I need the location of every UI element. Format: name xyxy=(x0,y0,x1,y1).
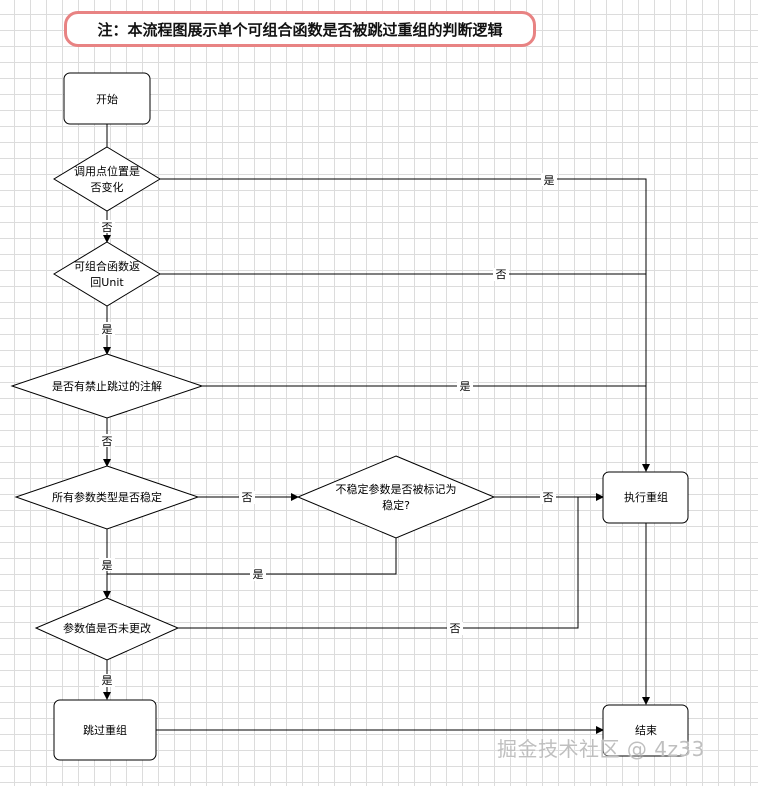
edge-label-d4-yes: 是 xyxy=(102,559,113,572)
decision-returns-unit xyxy=(53,241,161,307)
edge-label-d1-no: 否 xyxy=(102,221,113,234)
edge-label-d2-yes: 是 xyxy=(102,323,113,336)
watermark: 掘金技术社区 @ 4z33 xyxy=(497,737,705,761)
edge-d6-exec xyxy=(178,497,579,629)
edge-label-d6-yes: 是 xyxy=(102,674,113,687)
d2-label-line2: 回Unit xyxy=(90,276,124,289)
decision-params-stable xyxy=(14,465,200,530)
edge-label-d6-no: 否 xyxy=(450,622,461,635)
edge-d5-d6 xyxy=(107,538,397,575)
note-banner: 注：本流程图展示单个可组合函数是否被跳过重组的判断逻辑 xyxy=(64,11,536,47)
d3-label: 是否有禁止跳过的注解 xyxy=(52,379,162,393)
d5-label-line1: 不稳定参数是否被标记为 xyxy=(336,482,457,496)
edge-d1-exec xyxy=(160,178,650,472)
start-node xyxy=(63,72,151,125)
end-label: 结束 xyxy=(635,724,657,737)
decision-unstable-marked-stable xyxy=(296,455,496,539)
d2-label-line1: 可组合函数返 xyxy=(74,259,140,273)
d1-label-line2: 否变化 xyxy=(91,180,124,194)
start-label: 开始 xyxy=(96,92,118,106)
edge-label-d3-yes: 是 xyxy=(460,380,471,393)
d4-label: 所有参数类型是否稳定 xyxy=(52,490,162,504)
d6-label: 参数值是否未更改 xyxy=(63,621,151,635)
edge-label-d3-no: 否 xyxy=(102,435,113,448)
skip-label: 跳过重组 xyxy=(83,723,127,737)
edge-label-d2-no: 否 xyxy=(496,268,507,281)
skip-recompose-node xyxy=(53,699,157,761)
edge-label-d4-no: 否 xyxy=(242,491,253,504)
edge-label-d5-no: 否 xyxy=(543,491,554,504)
decision-params-unchanged xyxy=(34,597,180,661)
d5-label-line2: 稳定? xyxy=(382,498,410,512)
exec-label: 执行重组 xyxy=(624,490,668,504)
decision-callsite-changed xyxy=(53,146,161,212)
d1-label-line1: 调用点位置是 xyxy=(74,164,140,178)
edge-label-d1-yes: 是 xyxy=(544,174,555,187)
decision-nonskippable-annotation xyxy=(10,353,204,419)
edge-label-d5-yes: 是 xyxy=(253,568,264,581)
note-text: 注：本流程图展示单个可组合函数是否被跳过重组的判断逻辑 xyxy=(97,20,503,39)
end-node xyxy=(602,704,689,757)
execute-recompose-node xyxy=(602,471,689,524)
